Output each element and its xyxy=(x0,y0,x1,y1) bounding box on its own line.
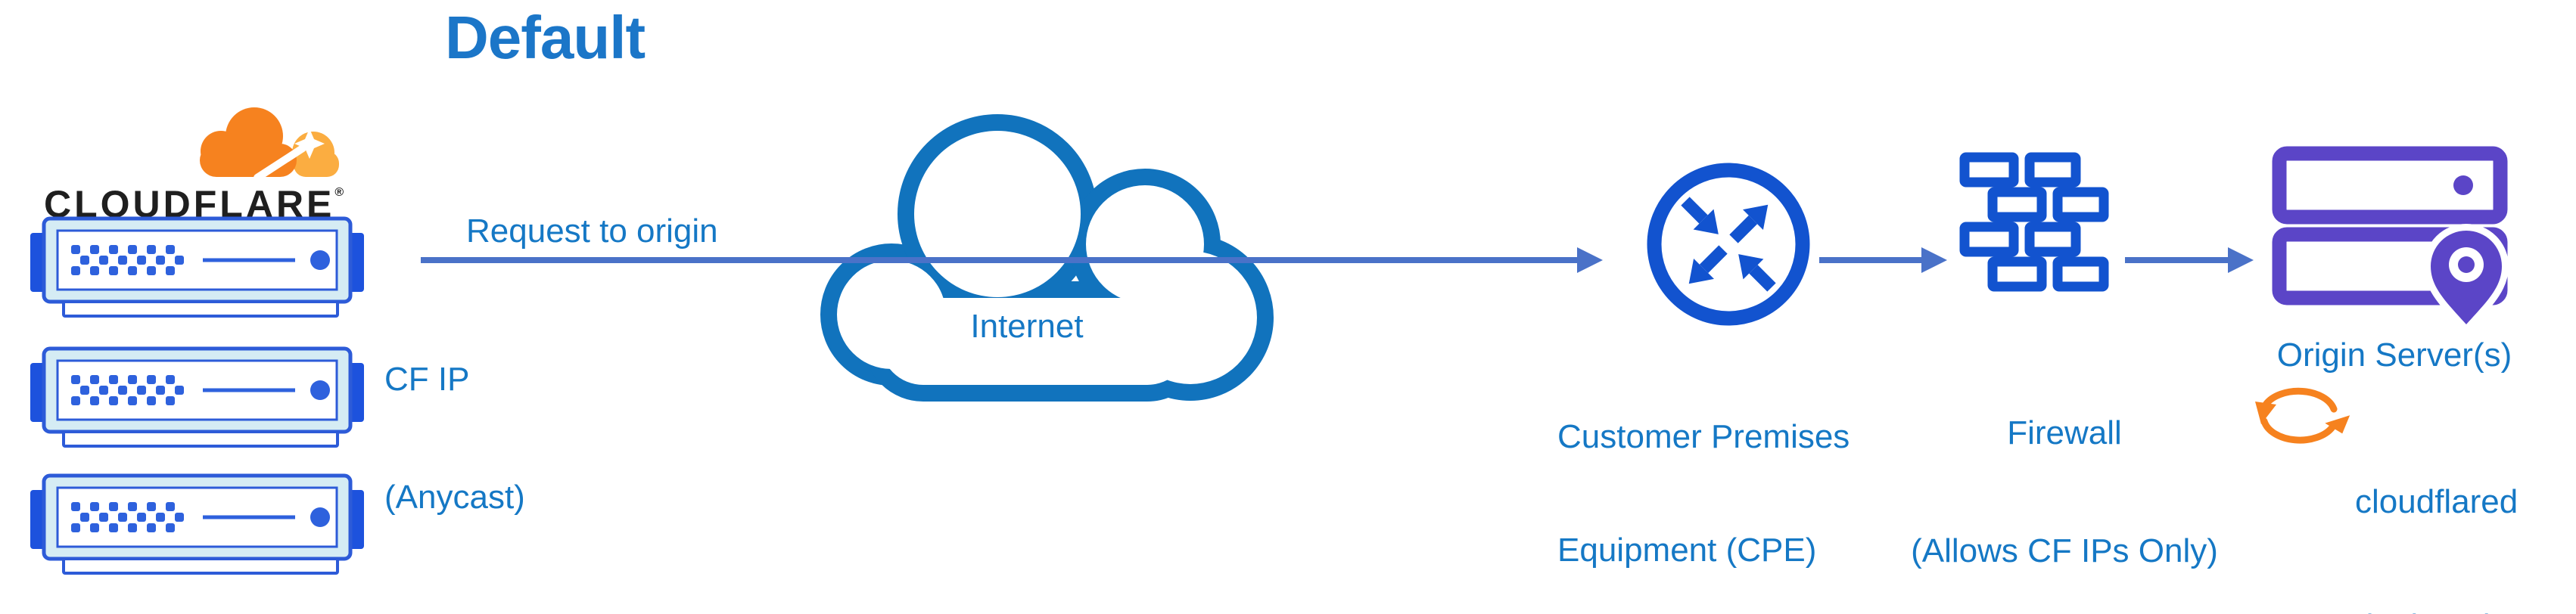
cpe-to-firewall-line xyxy=(1819,257,1923,263)
origin-label: Origin Server(s) xyxy=(2276,336,2512,374)
firewall-to-origin-arrowhead xyxy=(2228,247,2254,273)
edge-server-icon xyxy=(29,346,366,451)
edge-server-icon xyxy=(29,473,366,578)
origin-servers-icon xyxy=(2272,146,2509,335)
sync-arrows-icon xyxy=(2255,387,2350,444)
cloudflare-logo-icon xyxy=(200,107,339,181)
edge-server-icon xyxy=(29,216,366,321)
request-arrow-line xyxy=(421,257,1579,263)
firewall-to-origin-line xyxy=(2125,257,2229,263)
firewall-label: Firewall (Allows CF IPs Only) xyxy=(1911,414,2218,569)
registered-mark: ® xyxy=(334,186,344,199)
anycast-label: CF IP (Anycast) xyxy=(384,361,525,516)
request-label: Request to origin xyxy=(466,212,718,250)
page-title: Default xyxy=(445,4,646,71)
location-pin-icon xyxy=(2423,224,2509,335)
cpe-to-firewall-arrowhead xyxy=(1921,247,1947,273)
cloudflared-note: cloudflared deployed on servers xyxy=(2355,483,2537,614)
request-arrowhead xyxy=(1577,247,1603,273)
internet-label: Internet xyxy=(970,308,1084,345)
cpe-router-icon xyxy=(1647,163,1810,326)
firewall-icon xyxy=(1959,152,2109,292)
internet-cloud-icon xyxy=(820,114,1274,402)
cpe-label: Customer Premises Equipment (CPE) xyxy=(1557,418,1850,569)
